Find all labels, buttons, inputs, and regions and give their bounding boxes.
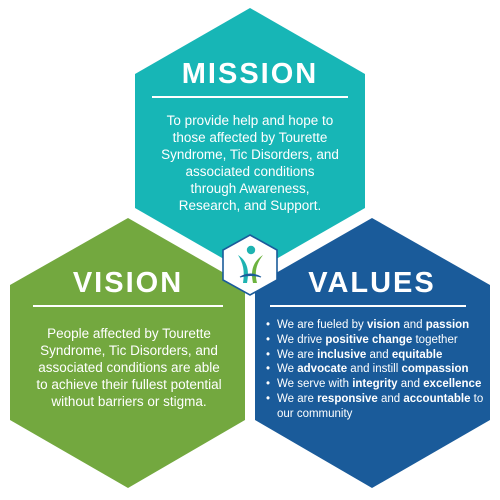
logo-blue-arm (239, 273, 262, 278)
values-emphasis: responsive (317, 392, 378, 405)
mission-line: those affected by Tourette (172, 130, 328, 145)
vision-statement: People affected by Tourette Syndrome, Ti… (18, 325, 240, 410)
values-emphasis: passion (425, 319, 470, 331)
values-text: and (377, 392, 404, 405)
mission-hexagon (135, 8, 365, 274)
values-text: We are (277, 348, 318, 361)
values-list-item: We are fueled by vision and passion (264, 318, 490, 333)
vision-line: People affected by Tourette (47, 326, 211, 341)
mission-line: To provide help and hope to (166, 113, 334, 128)
values-emphasis: equitable (391, 348, 443, 361)
values-text: We are fueled by (277, 319, 367, 331)
values-text: We are (277, 392, 318, 405)
values-list-item: We are responsive and accountable to our… (264, 392, 490, 422)
mission-divider (152, 96, 348, 98)
values-emphasis: compassion (401, 363, 469, 376)
values-list-item: We advocate and instill compassion (264, 362, 490, 377)
values-list: We are fueled by vision and passionWe dr… (264, 318, 490, 422)
values-text: and instill (347, 363, 402, 376)
vision-title: VISION (72, 267, 184, 299)
mission-line: associated conditions (185, 164, 315, 179)
values-text: and (397, 378, 424, 391)
mission-line: Research, and Support. (178, 198, 322, 213)
mission-statement: To provide help and hope to those affect… (138, 112, 362, 214)
tourette-association-figure-icon (222, 234, 278, 296)
vision-line: Syndrome, Tic Disorders, and (40, 343, 218, 358)
vision-hexagon (10, 218, 245, 488)
values-list-item: We drive positive change together (264, 333, 490, 348)
values-list-item: We are inclusive and equitable (264, 348, 490, 363)
values-emphasis: advocate (297, 363, 348, 376)
values-text: to our community (277, 392, 484, 420)
values-text: and (366, 348, 392, 361)
mission-title: MISSION (181, 58, 319, 90)
mission-line: Syndrome, Tic Disorders, and (161, 147, 339, 162)
values-emphasis: vision (366, 319, 401, 331)
values-text: We serve with (277, 378, 353, 391)
logo-head (246, 245, 256, 255)
values-text: and (400, 319, 426, 331)
values-text: We (277, 363, 298, 376)
values-emphasis: accountable (403, 392, 471, 405)
values-emphasis: integrity (352, 378, 398, 391)
vision-line: without barriers or stigma. (51, 394, 207, 409)
values-text: We drive (277, 333, 326, 346)
values-emphasis: inclusive (317, 348, 367, 361)
values-title: VALUES (308, 267, 436, 299)
vision-line: associated conditions are able (38, 360, 220, 375)
logo-hexagon-frame (222, 234, 278, 296)
vision-divider (33, 305, 223, 307)
vision-line: to achieve their fullest potential (36, 377, 222, 392)
values-emphasis: excellence (423, 378, 482, 391)
values-list-item: We serve with integrity and excellence (264, 377, 490, 392)
values-divider (270, 305, 466, 307)
values-text: together (412, 333, 458, 346)
values-emphasis: positive change (325, 333, 413, 346)
mission-line: through Awareness, (190, 181, 310, 196)
